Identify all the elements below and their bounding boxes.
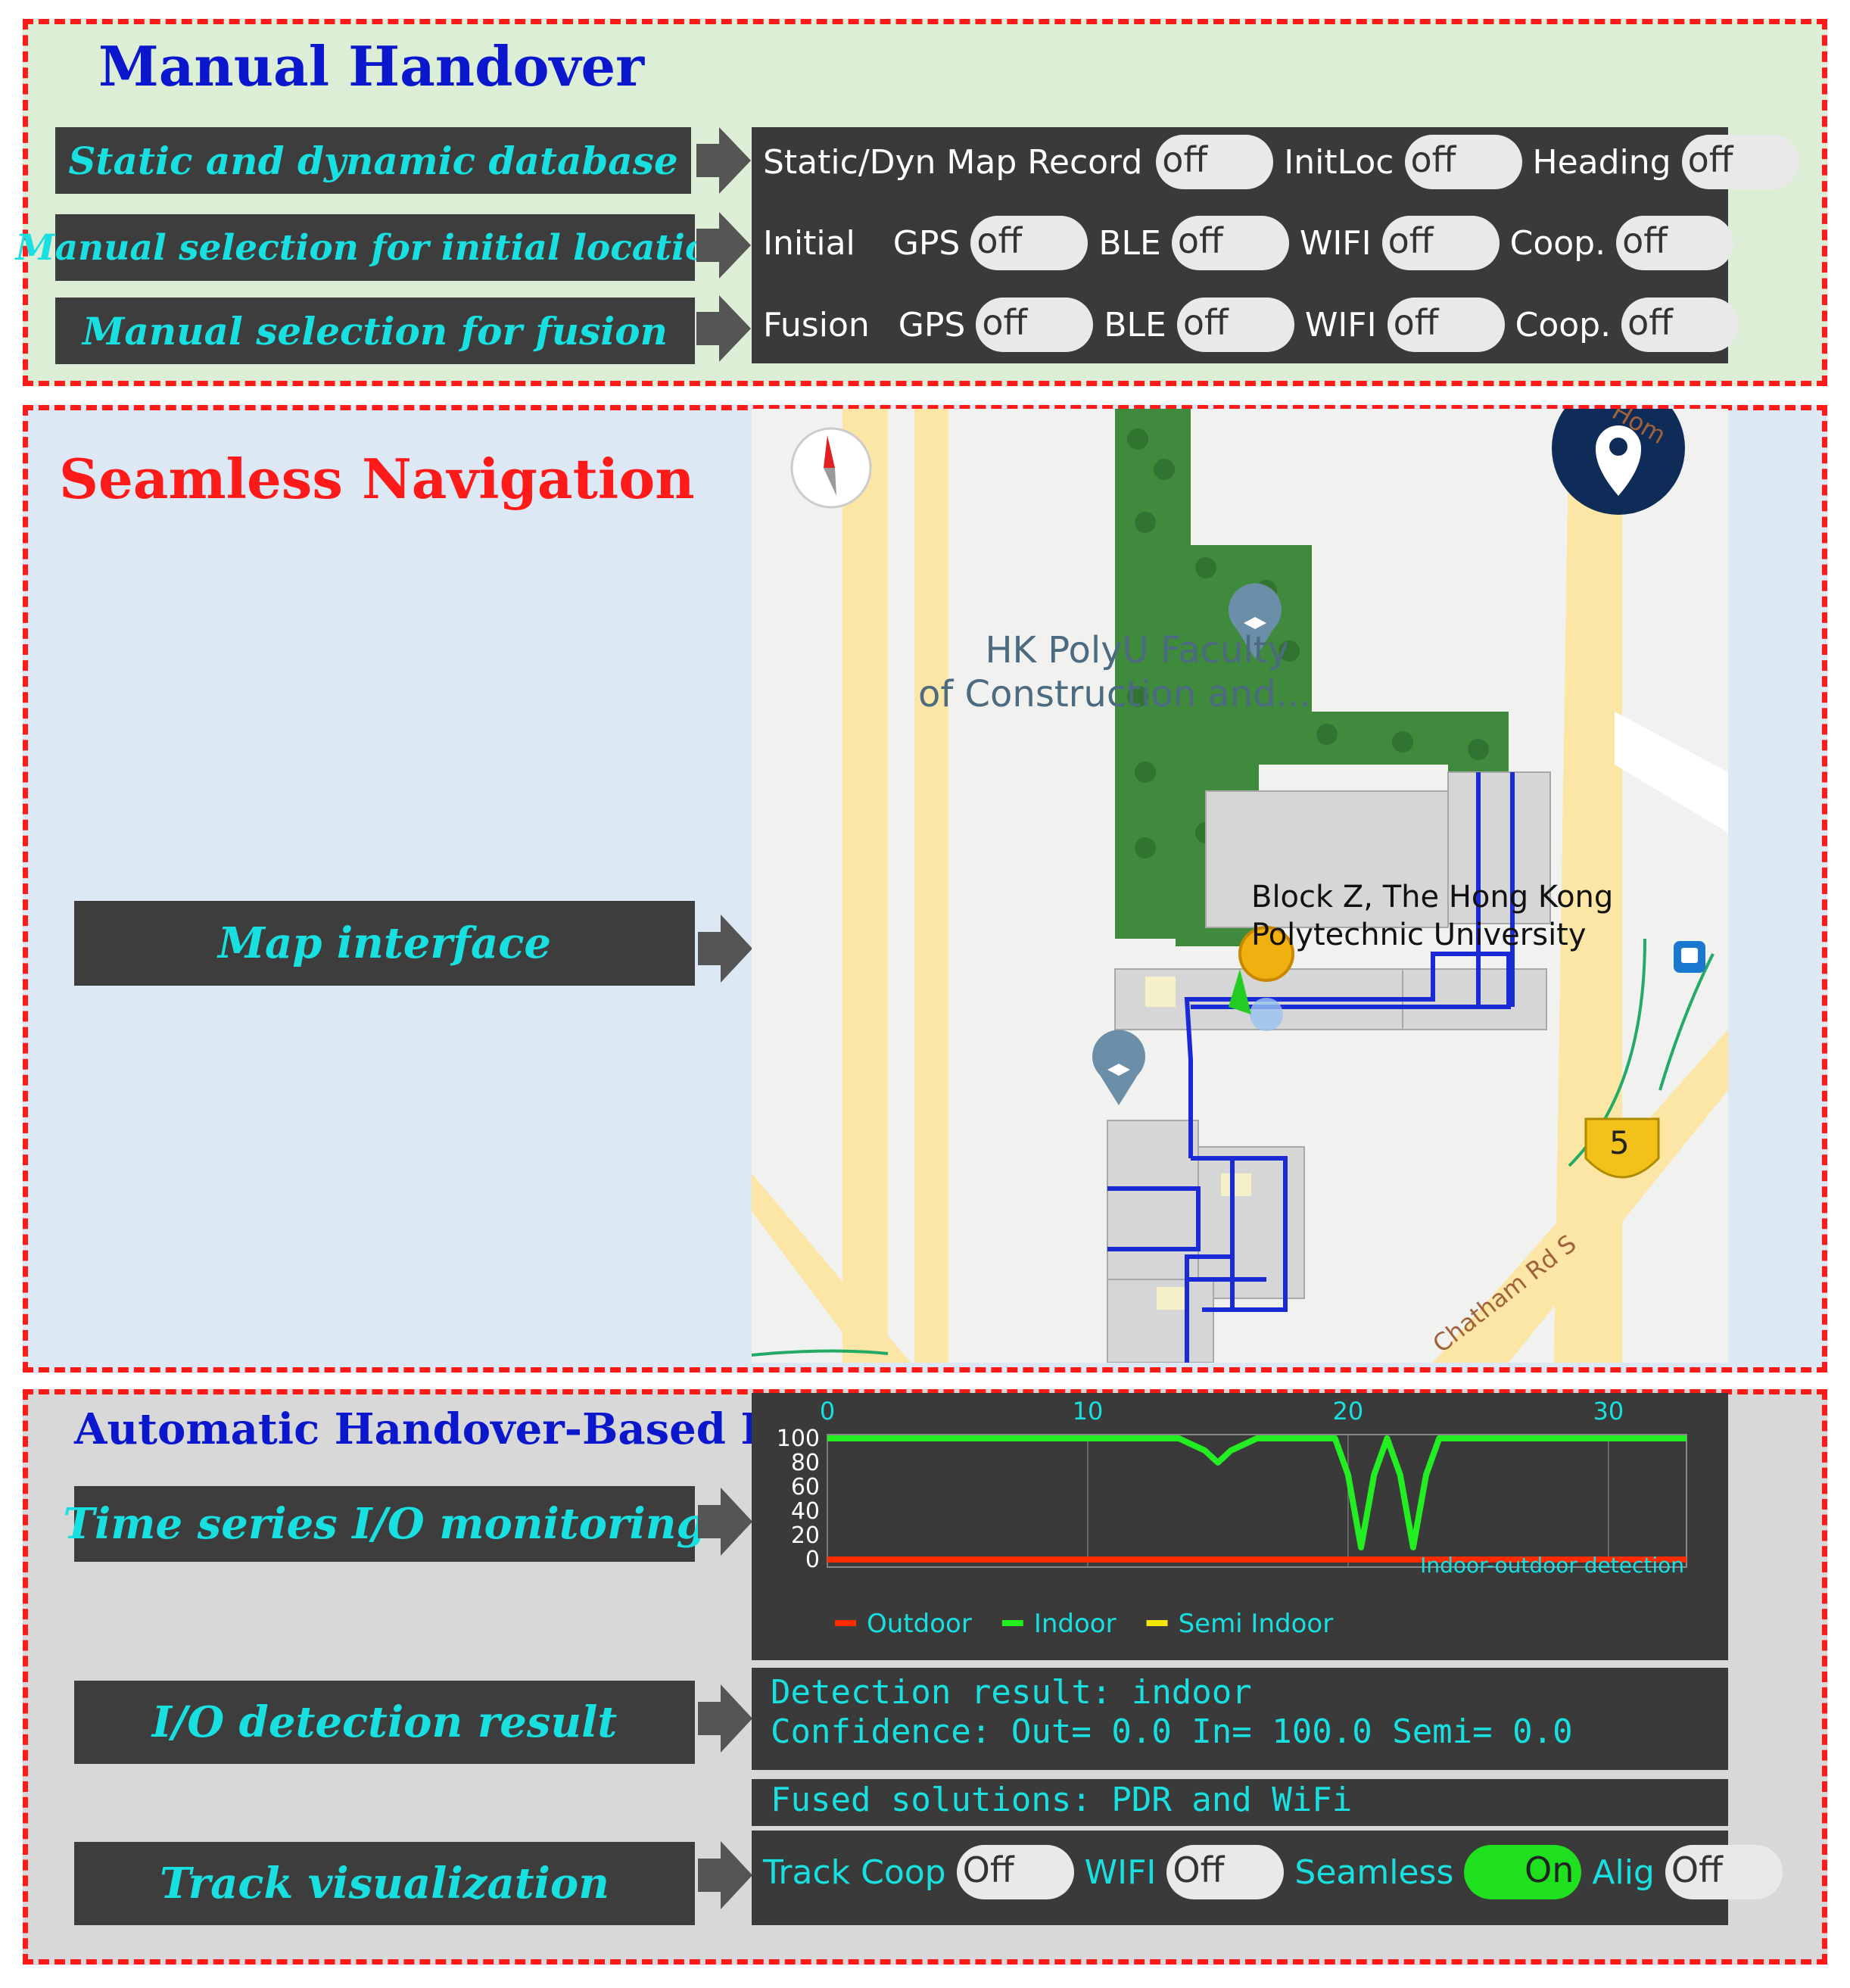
legend-swatch: [1001, 1620, 1023, 1626]
map-record-toggle[interactable]: off: [1156, 135, 1274, 189]
route-badge: 5: [1609, 1124, 1630, 1161]
alig-toggle[interactable]: Off: [1665, 1845, 1783, 1899]
initloc-toggle[interactable]: off: [1404, 135, 1522, 189]
campus-poi-icon: [1092, 1030, 1145, 1105]
initial-gps-label: GPS: [892, 223, 961, 263]
chart-frame: [827, 1434, 1687, 1568]
y-tick-label: 60: [791, 1474, 820, 1500]
compass-button[interactable]: [792, 428, 870, 507]
x-tick-label: 20: [1333, 1397, 1364, 1426]
seamless-toggle[interactable]: On: [1464, 1845, 1582, 1899]
label-manual-initial-location: Manual selection for initial location: [16, 214, 734, 281]
initial-label: Initial: [763, 223, 855, 263]
fusion-gps-label: GPS: [898, 305, 966, 344]
fusion-wifi-label: WIFI: [1304, 305, 1377, 344]
confidence-line: Confidence: Out= 0.0 In= 100.0 Semi= 0.0: [771, 1712, 1573, 1751]
automatic-handover-title: Automatic Handover-Based I/O: [74, 1404, 813, 1454]
label-static-dynamic-database: Static and dynamic database: [55, 127, 691, 194]
detection-result-text: Detection result: indoor Confidence: Out…: [771, 1673, 1573, 1752]
block-z-poi-label: Block Z, The Hong Kong Polytechnic Unive…: [1251, 880, 1614, 952]
fusion-ble-label: BLE: [1104, 305, 1166, 344]
fusion-gps-toggle[interactable]: off: [976, 298, 1094, 352]
fusion-ble-toggle[interactable]: off: [1176, 298, 1294, 352]
map-view[interactable]: Hom HK PolyU Faculty of Construction and…: [752, 409, 1728, 1363]
initial-ble-toggle[interactable]: off: [1171, 216, 1289, 270]
series-line-indoor: [827, 1435, 1686, 1550]
initial-wifi-toggle[interactable]: off: [1381, 216, 1500, 270]
label-map-interface: Map interface: [74, 901, 695, 986]
row-track: Track Coop Off WIFI Off Seamless On Alig…: [763, 1845, 1793, 1899]
label-track-visualization: Track visualization: [74, 1842, 695, 1925]
fusion-label: Fusion: [763, 305, 870, 344]
initial-wifi-label: WIFI: [1299, 223, 1372, 263]
compass-icon: [790, 427, 872, 509]
fusion-coop-toggle[interactable]: off: [1621, 298, 1739, 352]
label-time-series: Time series I/O monitoring: [63, 1486, 706, 1562]
initial-coop-label: Coop.: [1509, 223, 1606, 263]
faculty-poi-icon: [1229, 583, 1282, 659]
track-wifi-toggle[interactable]: Off: [1166, 1845, 1285, 1899]
label-manual-fusion: Manual selection for fusion: [55, 298, 695, 364]
y-tick-label: 0: [805, 1547, 820, 1573]
legend-label: Indoor: [1034, 1609, 1117, 1639]
x-tick-label: 0: [820, 1397, 835, 1426]
fused-solutions-panel: [752, 1779, 1728, 1826]
y-tick-label: 80: [791, 1450, 820, 1476]
auto-arrows: [698, 1488, 752, 1909]
detection-result-line: Detection result: indoor: [771, 1673, 1252, 1712]
chart-description-label: Indoor-outdoor detection: [1420, 1553, 1684, 1578]
initloc-label: InitLoc: [1284, 142, 1394, 182]
y-tick-label: 40: [791, 1498, 820, 1525]
fusion-wifi-toggle[interactable]: off: [1387, 298, 1505, 352]
x-tick-label: 30: [1593, 1397, 1624, 1426]
detection-result-panel: [752, 1668, 1728, 1770]
alig-label: Alig: [1592, 1852, 1655, 1892]
row-fusion: Fusion GPS off BLE off WIFI off Coop. of…: [763, 298, 1749, 352]
legend-label: Outdoor: [867, 1609, 972, 1639]
legend-label: Semi Indoor: [1179, 1609, 1334, 1639]
fusion-coop-label: Coop.: [1515, 305, 1612, 344]
seamless-label: Seamless: [1294, 1852, 1454, 1892]
initial-coop-toggle[interactable]: off: [1616, 216, 1734, 270]
y-tick-label: 100: [777, 1426, 820, 1452]
legend-swatch: [835, 1620, 856, 1626]
map-canvas: [752, 409, 1728, 1363]
row-map-record: Static/Dyn Map Record off InitLoc off He…: [763, 135, 1810, 189]
track-coop-toggle[interactable]: Off: [956, 1845, 1074, 1899]
row-initial: Initial GPS off BLE off WIFI off Coop. o…: [763, 216, 1744, 270]
map-record-label: Static/Dyn Map Record: [763, 142, 1143, 182]
track-coop-label: Track Coop: [763, 1852, 946, 1892]
fused-solutions-text: Fused solutions: PDR and WiFi: [771, 1781, 1353, 1819]
seamless-navigation-title: Seamless Navigation: [59, 447, 695, 511]
manual-handover-title: Manual Handover: [98, 34, 645, 98]
label-detection-result: I/O detection result: [74, 1681, 695, 1764]
faculty-poi-label: HK PolyU Faculty of Construction and...: [918, 629, 1311, 715]
manual-arrows: [696, 127, 751, 362]
initial-gps-toggle[interactable]: off: [970, 216, 1089, 270]
map-arrow: [698, 915, 752, 983]
x-tick-label: 10: [1073, 1397, 1104, 1426]
track-wifi-label: WIFI: [1084, 1852, 1157, 1892]
y-tick-label: 20: [791, 1522, 820, 1549]
legend-swatch: [1146, 1620, 1168, 1626]
heading-toggle[interactable]: off: [1681, 135, 1799, 189]
heading-label: Heading: [1532, 142, 1671, 182]
initial-ble-label: BLE: [1098, 223, 1161, 263]
